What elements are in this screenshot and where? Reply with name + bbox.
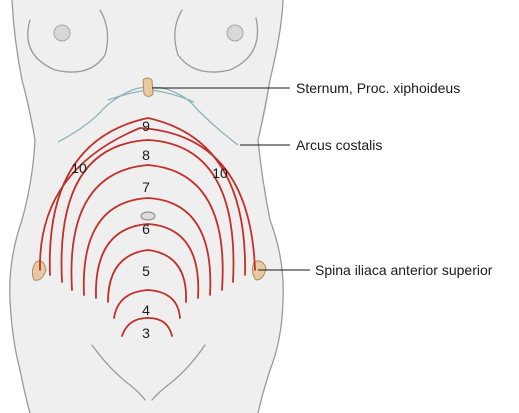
- fundus-label-8: 8: [142, 147, 150, 163]
- fundus-label-7: 7: [142, 179, 150, 195]
- fundus-label-10-right: 10: [212, 165, 228, 181]
- label-sternum: Sternum, Proc. xiphoideus: [296, 80, 460, 96]
- fundus-label-6: 6: [142, 221, 150, 237]
- navel-icon: [141, 212, 155, 220]
- fundus-label-9: 9: [142, 118, 150, 134]
- fundus-label-4: 4: [142, 302, 150, 318]
- xiphoid-process-icon: [143, 78, 153, 97]
- label-arcus: Arcus costalis: [296, 137, 382, 153]
- right-nipple: [227, 25, 243, 41]
- label-spina: Spina iliaca anterior superior: [315, 262, 493, 278]
- fundus-label-5: 5: [142, 263, 150, 279]
- fundus-label-10-left: 10: [71, 160, 87, 176]
- fundus-label-3: 3: [142, 325, 150, 341]
- left-nipple: [54, 25, 70, 41]
